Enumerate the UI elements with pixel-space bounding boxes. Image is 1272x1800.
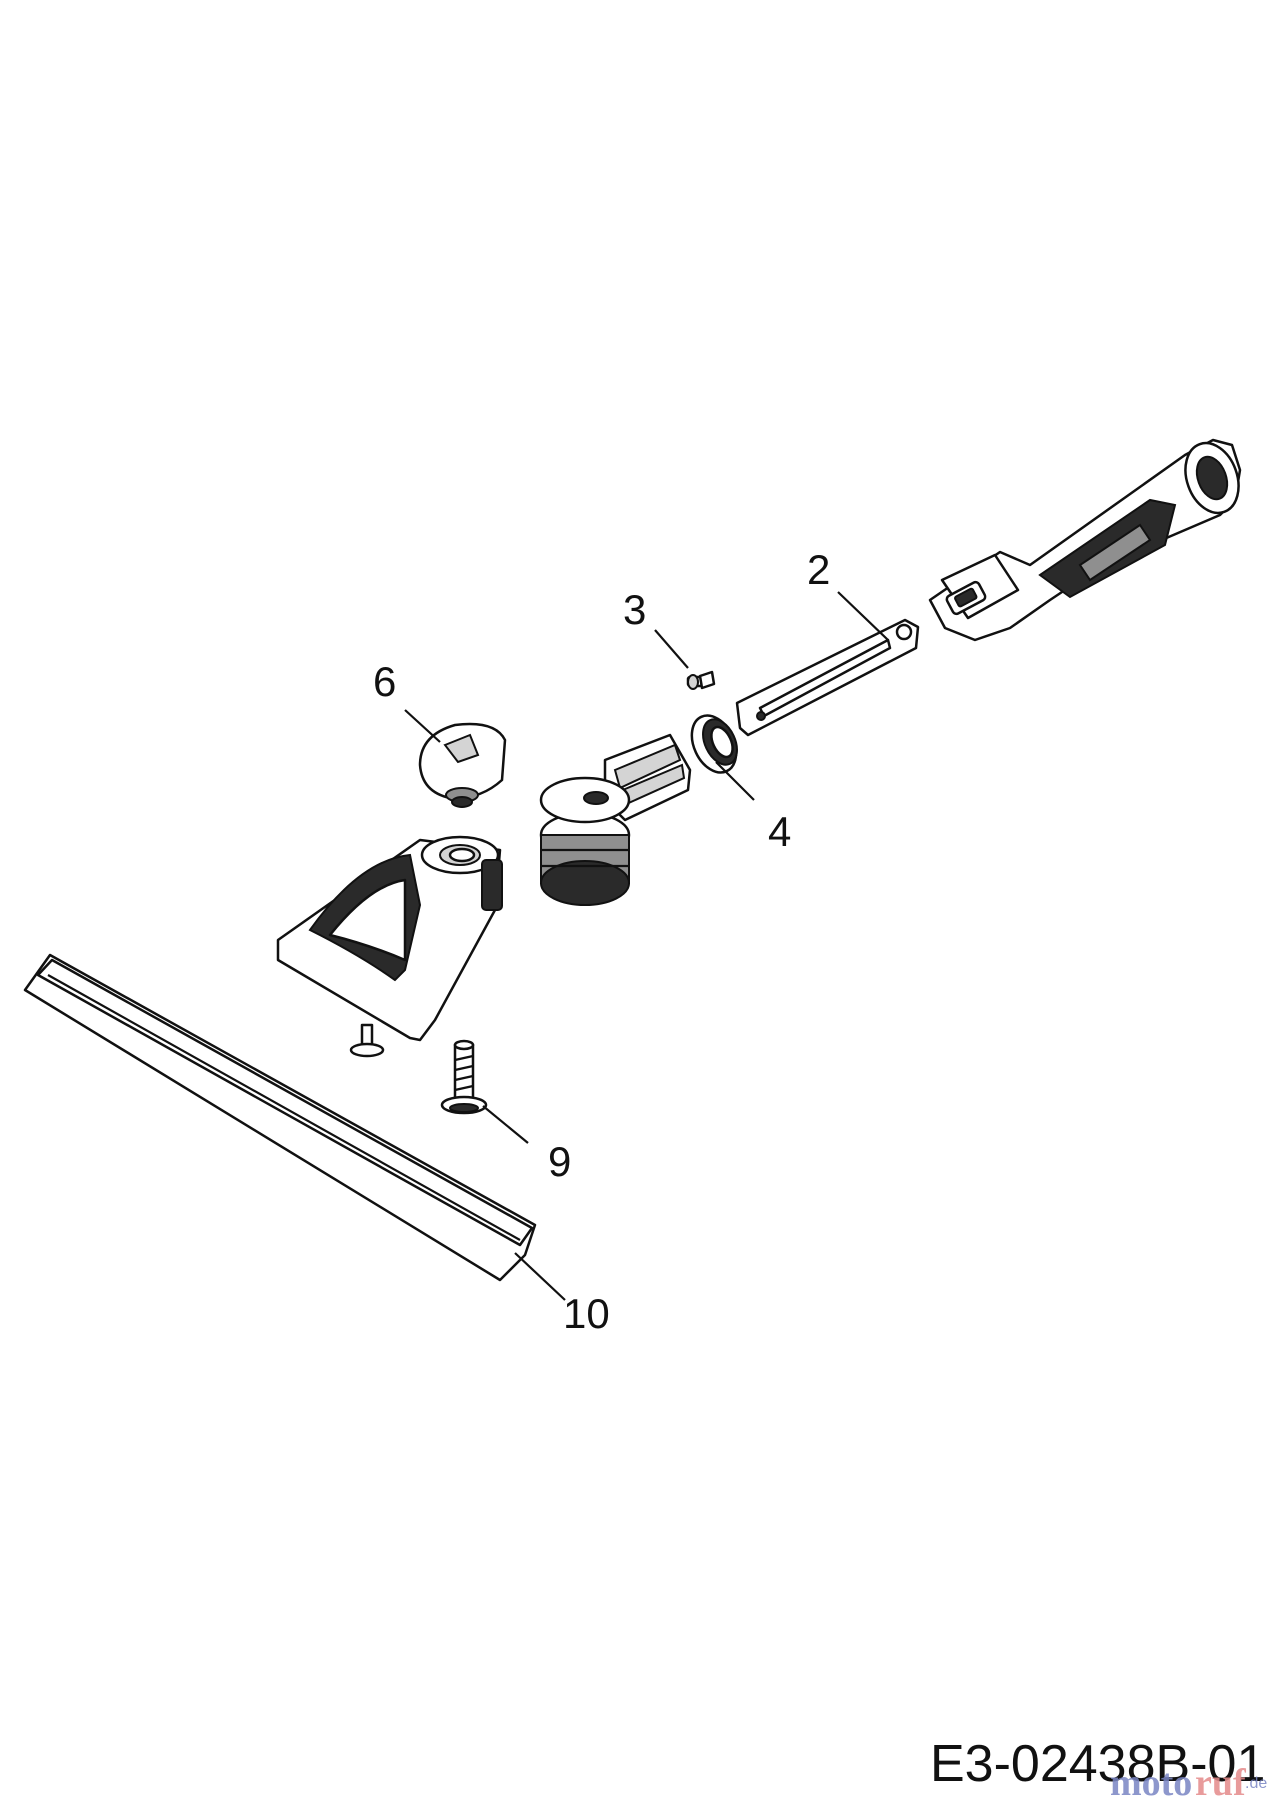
callout-3: 3	[623, 586, 646, 633]
ring-part	[690, 714, 738, 774]
rivet-part	[349, 1023, 385, 1058]
callout-10: 10	[563, 1290, 610, 1337]
leader-lines	[404, 591, 889, 1301]
callout-6: 6	[373, 658, 396, 705]
document-code: E3-02438B-01	[930, 1735, 1265, 1793]
watermark-logo: moto ruf .de	[1110, 1762, 1267, 1800]
handle-grip-part	[928, 438, 1242, 642]
callout-4: 4	[768, 808, 791, 855]
rubber-blade-part	[23, 953, 537, 1282]
small-screw-part	[686, 670, 716, 690]
squeegee-body-part	[276, 835, 503, 1042]
svg-text:.de: .de	[1245, 1775, 1267, 1792]
svg-text:moto: moto	[1110, 1762, 1192, 1800]
leader-3	[654, 629, 689, 669]
svg-text:ruf: ruf	[1195, 1762, 1247, 1800]
flat-bar-part	[735, 618, 920, 737]
leader-9	[482, 1105, 529, 1144]
joint-housing-part	[539, 733, 692, 906]
leader-6	[404, 709, 441, 743]
leader-4	[715, 761, 755, 801]
leader-10	[514, 1252, 566, 1301]
knob-part	[418, 722, 507, 808]
callout-9: 9	[548, 1138, 571, 1185]
bolt-part	[440, 1039, 488, 1115]
callout-2: 2	[807, 546, 830, 593]
leader-2	[837, 591, 889, 641]
